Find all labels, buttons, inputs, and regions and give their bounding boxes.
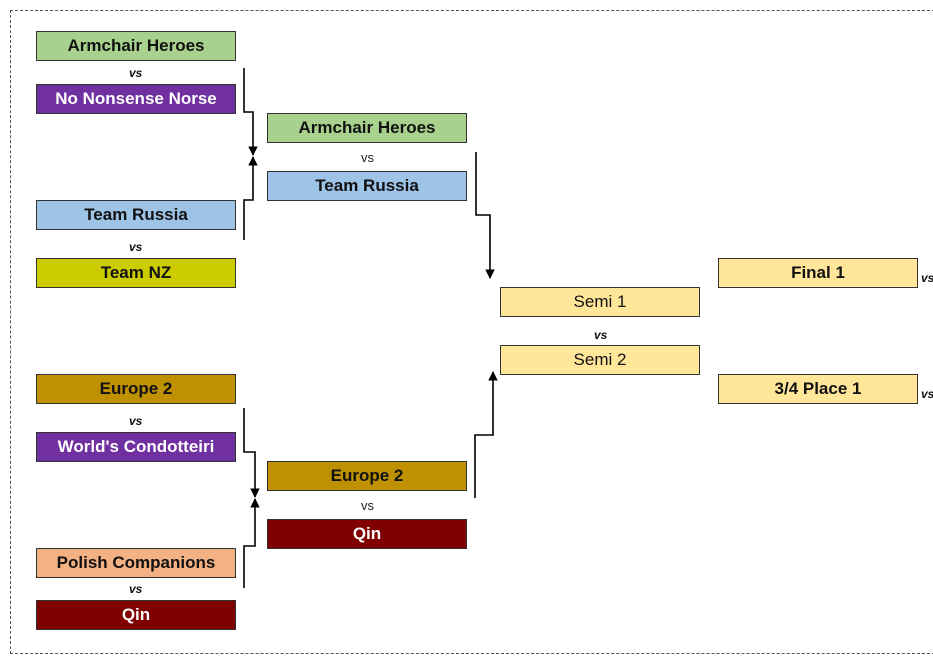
connector-r2m2 <box>474 371 498 498</box>
r2-match1-team2: Team Russia <box>267 171 467 201</box>
final-1: Final 1 <box>718 258 918 288</box>
r1-match2-vs: vs <box>129 240 143 254</box>
third-place-1: 3/4 Place 1 <box>718 374 918 404</box>
semi-2: Semi 2 <box>500 345 700 375</box>
r1-match3-team1: Europe 2 <box>36 374 236 404</box>
r1-match2-team2: Team NZ <box>36 258 236 288</box>
r1-match4-vs: vs <box>129 582 143 596</box>
r1-match3-team2: World's Condotteiri <box>36 432 236 462</box>
r1-match1-vs: vs <box>129 66 143 80</box>
bracket-frame <box>10 10 933 654</box>
r2-match2-vs: vs <box>361 498 374 513</box>
semis-vs: vs <box>594 328 608 342</box>
r1-match2-team1: Team Russia <box>36 200 236 230</box>
final-vs: vs <box>921 271 933 285</box>
connector-r1m3 <box>243 408 260 498</box>
r1-match1-team1: Armchair Heroes <box>36 31 236 61</box>
connector-r1m1 <box>243 68 258 156</box>
connector-r1m2 <box>243 156 258 240</box>
r2-match2-team1: Europe 2 <box>267 461 467 491</box>
r1-match3-vs: vs <box>129 414 143 428</box>
third-place-vs: vs <box>921 387 933 401</box>
r1-match4-team2: Qin <box>36 600 236 630</box>
connector-r1m4 <box>243 498 260 588</box>
r1-match4-team1: Polish Companions <box>36 548 236 578</box>
semi-1: Semi 1 <box>500 287 700 317</box>
r2-match1-vs: vs <box>361 150 374 165</box>
r2-match2-team2: Qin <box>267 519 467 549</box>
r1-match1-team2: No Nonsense Norse <box>36 84 236 114</box>
connector-r2m1 <box>475 152 495 279</box>
r2-match1-team1: Armchair Heroes <box>267 113 467 143</box>
